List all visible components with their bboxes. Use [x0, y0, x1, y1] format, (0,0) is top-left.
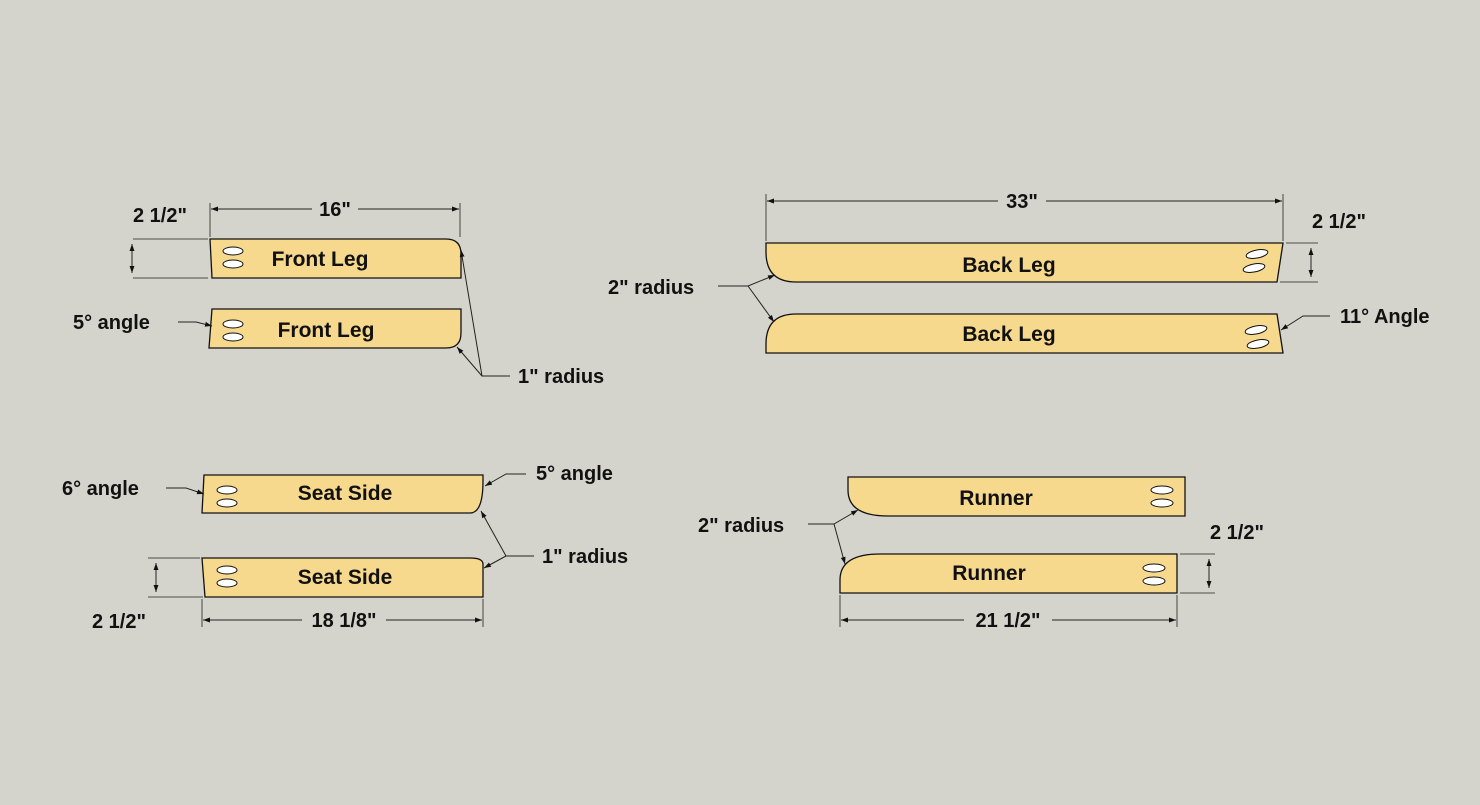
front-leg-label: Front Leg: [272, 248, 369, 271]
runner-bottom-board: [839, 553, 1178, 594]
back-leg-angle-note: 11° Angle: [1340, 306, 1430, 328]
back-leg-group: Back Leg Back Leg 33" 2 1/2" 2" radius 1…: [608, 190, 1430, 354]
runner-group: Runner Runner 2 1/2" 21 1/2" 2" radius: [698, 476, 1264, 632]
pocket-holes-icon: [222, 319, 244, 342]
pocket-holes-icon: [216, 485, 238, 508]
seat-side-label: Seat Side: [298, 566, 393, 589]
front-leg-label: Front Leg: [278, 319, 375, 342]
pocket-holes-icon: [1142, 563, 1166, 586]
runner-width-dimension: 2 1/2": [1210, 522, 1264, 544]
back-leg-length-dimension: 33": [1006, 191, 1038, 213]
pocket-holes-icon: [1244, 325, 1270, 349]
seat-side-bottom-board: [201, 557, 484, 598]
seat-side-right-angle-note: 5° angle: [536, 463, 613, 485]
pocket-holes-icon: [1150, 485, 1174, 508]
back-leg-radius-note: 2" radius: [608, 277, 694, 299]
runner-label: Runner: [952, 562, 1026, 585]
runner-radius-note: 2" radius: [698, 515, 784, 537]
front-leg-radius-note: 1" radius: [518, 366, 604, 388]
pocket-holes-icon: [222, 246, 244, 269]
seat-side-top-board: [201, 474, 484, 514]
back-leg-label: Back Leg: [962, 254, 1055, 277]
back-leg-bottom-board: [765, 313, 1284, 354]
pocket-holes-icon: [216, 565, 238, 588]
front-leg-width-dimension: 2 1/2": [133, 205, 187, 227]
runner-label: Runner: [959, 487, 1033, 510]
back-leg-label: Back Leg: [962, 323, 1055, 346]
seat-side-left-angle-note: 6° angle: [62, 478, 139, 500]
front-leg-length-dimension: 16": [319, 199, 351, 221]
seat-side-length-dimension: 18 1/8": [311, 610, 376, 632]
seat-side-group: Seat Side Seat Side 2 1/2" 18 1/8" 6° an…: [62, 463, 628, 633]
back-leg-width-dimension: 2 1/2": [1312, 211, 1366, 233]
back-leg-top-board: [765, 242, 1284, 283]
front-leg-bottom-board: [208, 308, 462, 349]
seat-side-label: Seat Side: [298, 482, 393, 505]
runner-top-board: [847, 476, 1186, 517]
seat-side-radius-note: 1" radius: [542, 546, 628, 568]
front-leg-top-board: [209, 238, 462, 279]
runner-length-dimension: 21 1/2": [975, 610, 1040, 632]
seat-side-width-dimension: 2 1/2": [92, 611, 146, 633]
front-leg-angle-note: 5° angle: [73, 312, 150, 334]
pocket-holes-icon: [1242, 249, 1269, 273]
front-leg-group: Front Leg Front Leg 2 1/2" 16" 5° angle …: [73, 198, 604, 388]
